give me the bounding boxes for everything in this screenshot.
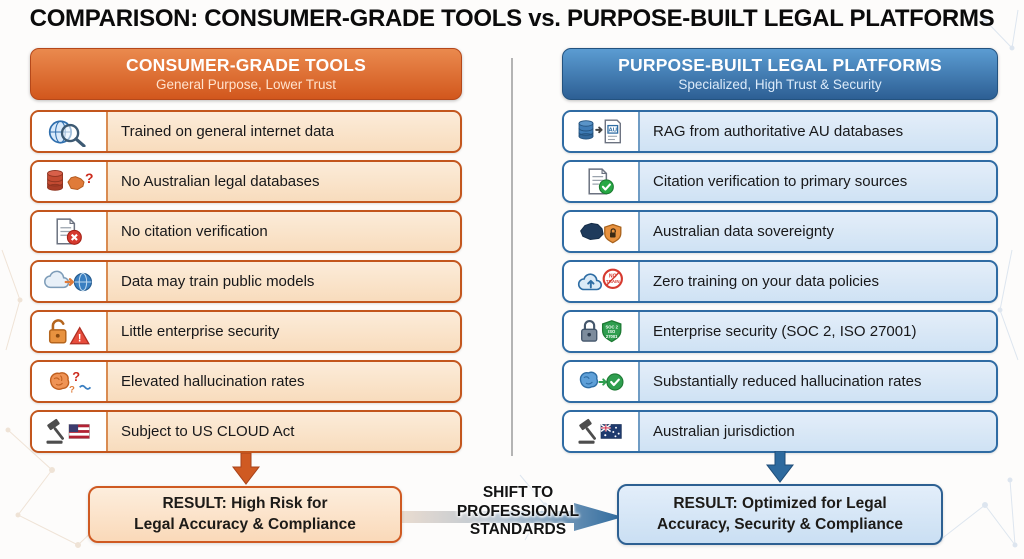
table-row: Citation verification to primary sources [562, 160, 998, 203]
document-check-icon [564, 162, 640, 201]
row-label: Little enterprise security [121, 323, 280, 340]
shift-label: SHIFT TO PROFESSIONAL STANDARDS [423, 484, 613, 540]
svg-text:TRAIN: TRAIN [606, 279, 620, 284]
gavel-australian-flag-icon [564, 412, 640, 451]
row-label: Trained on general internet data [121, 123, 334, 140]
purpose-built-header: PURPOSE-BUILT LEGAL PLATFORMS Specialize… [562, 48, 998, 100]
purpose-built-column: PURPOSE-BUILT LEGAL PLATFORMS Specialize… [562, 48, 998, 453]
consumer-grade-rows: Trained on general internet data ? No Au… [30, 110, 462, 453]
svg-text:?: ? [69, 384, 75, 395]
gavel-us-flag-icon [32, 412, 108, 451]
consumer-result-box: RESULT: High Risk for Legal Accuracy & C… [88, 486, 402, 543]
consumer-grade-header-subtitle: General Purpose, Lower Trust [155, 77, 337, 92]
svg-text:?: ? [85, 170, 94, 186]
brain-question-icon: ? ? [32, 362, 108, 401]
consumer-grade-header-title: CONSUMER-GRADE TOOLS [126, 55, 366, 75]
row-label: No Australian legal databases [121, 173, 320, 190]
svg-text:ISO: ISO [608, 329, 616, 334]
database-australia-question-icon: ? [32, 162, 108, 201]
cloud-no-train-icon: NO TRAIN [564, 262, 640, 301]
row-label: Australian jurisdiction [653, 423, 795, 440]
table-row: No citation verification [30, 210, 462, 253]
table-row: Australian jurisdiction [562, 410, 998, 453]
row-label: RAG from authoritative AU databases [653, 123, 904, 140]
consumer-grade-header: CONSUMER-GRADE TOOLS General Purpose, Lo… [30, 48, 462, 100]
table-row: Australian data sovereignty [562, 210, 998, 253]
consumer-grade-column: CONSUMER-GRADE TOOLS General Purpose, Lo… [30, 48, 462, 453]
row-label: Citation verification to primary sources [653, 173, 908, 190]
row-label: Subject to US CLOUD Act [121, 423, 295, 440]
row-label: Substantially reduced hallucination rate… [653, 373, 922, 390]
row-label: Data may train public models [121, 273, 315, 290]
padlock-certified-shield-icon: SOC 2 ISO 27001 [564, 312, 640, 351]
row-label: No citation verification [121, 223, 268, 240]
table-row: ? No Australian legal databases [30, 160, 462, 203]
shift-label-line3: STANDARDS [469, 521, 567, 539]
svg-text:AU: AU [609, 127, 618, 133]
table-row: SOC 2 ISO 27001 Enterprise security (SOC… [562, 310, 998, 353]
open-padlock-warning-icon: ! [32, 312, 108, 351]
purpose-built-rows: AU RAG from authoritative AU databases [562, 110, 998, 453]
purpose-built-header-subtitle: Specialized, High Trust & Security [678, 77, 882, 92]
down-arrow-consumer [231, 453, 261, 485]
document-cross-icon [32, 212, 108, 251]
table-row: Data may train public models [30, 260, 462, 303]
table-row: Substantially reduced hallucination rate… [562, 360, 998, 403]
shift-label-line2: PROFESSIONAL [456, 502, 580, 520]
brain-check-icon [564, 362, 640, 401]
table-row: ! Little enterprise security [30, 310, 462, 353]
shift-right-arrow [396, 503, 623, 531]
purpose-built-result-line1: RESULT: Optimized for Legal [673, 495, 887, 513]
table-row: ? ? Elevated hallucination rates [30, 360, 462, 403]
column-divider [511, 58, 513, 456]
svg-text:!: ! [78, 332, 82, 344]
svg-text:?: ? [72, 368, 80, 383]
row-label: Elevated hallucination rates [121, 373, 305, 390]
row-label: Enterprise security (SOC 2, ISO 27001) [653, 323, 917, 340]
database-to-au-document-icon: AU [564, 112, 640, 151]
cloud-arrow-globe-icon [32, 262, 108, 301]
purpose-built-result-box: RESULT: Optimized for Legal Accuracy, Se… [617, 484, 943, 545]
table-row: NO TRAIN Zero training on your data poli… [562, 260, 998, 303]
consumer-result-line1: RESULT: High Risk for [162, 495, 328, 513]
australia-padlock-shield-icon [564, 212, 640, 251]
purpose-built-header-title: PURPOSE-BUILT LEGAL PLATFORMS [618, 55, 942, 75]
down-arrow-purpose-built [765, 451, 795, 483]
purpose-built-result-line2: Accuracy, Security & Compliance [656, 515, 904, 533]
svg-text:NO: NO [609, 273, 617, 279]
row-label: Australian data sovereignty [653, 223, 834, 240]
table-row: AU RAG from authoritative AU databases [562, 110, 998, 153]
shift-label-line1: SHIFT TO [482, 484, 554, 501]
globe-magnifier-icon [32, 112, 108, 151]
consumer-result-line2: Legal Accuracy & Compliance [134, 515, 356, 533]
svg-text:27001: 27001 [606, 333, 618, 338]
row-label: Zero training on your data policies [653, 273, 879, 290]
table-row: Trained on general internet data [30, 110, 462, 153]
page-title: COMPARISON: CONSUMER-GRADE TOOLS vs. PUR… [29, 5, 995, 32]
svg-text:SOC 2: SOC 2 [605, 324, 618, 329]
table-row: Subject to US CLOUD Act [30, 410, 462, 453]
